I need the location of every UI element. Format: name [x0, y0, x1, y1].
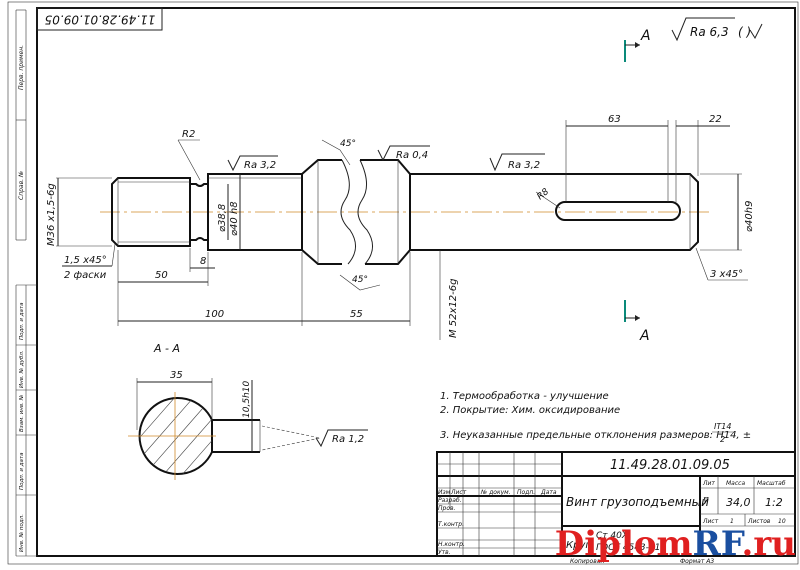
technical-notes: 1. Термообработка - улучшение 2. Покрыти…	[440, 390, 751, 444]
section-dim-key: 10,5h10	[242, 381, 252, 418]
dim-thread-m36: M36 x1,5-6g	[46, 183, 57, 246]
stamp-first-use: Перв. примен.	[18, 45, 25, 90]
watermark-logo: DiplomRF.ru	[555, 524, 796, 564]
general-roughness: Ra 6,3 ( )	[671, 17, 763, 42]
tb-scale-header: Масштаб	[757, 480, 786, 487]
stamp-sign-date-2: Подп. и дата	[19, 452, 25, 490]
section-title: А - А	[153, 342, 180, 355]
tb-part-name: Винт грузоподъемный	[566, 495, 709, 509]
dim-22: 22	[709, 114, 722, 125]
tb-sheets-label: Листов	[747, 518, 771, 525]
ra-32-left: Ra 3,2	[244, 160, 276, 171]
dim-dia-38: ⌀38,8	[217, 204, 228, 232]
tb-material-line2: ГОСТ 4543-71	[596, 543, 660, 553]
general-roughness-value: Ra 6,3	[690, 25, 729, 39]
tb-header-sign: Подп.	[517, 489, 535, 496]
dim-50: 50	[155, 270, 168, 281]
section-marker-top: A	[624, 28, 651, 62]
tb-role-dev: Разраб.	[438, 497, 462, 504]
dim-8: 8	[200, 256, 206, 267]
tb-format: Формат А3	[680, 558, 714, 565]
tb-role-ncontrol: Н.контр.	[438, 541, 465, 548]
note-fraction-num: IT14	[714, 422, 731, 431]
tb-lit-value: У	[703, 497, 709, 507]
watermark-accent: RF	[692, 524, 742, 564]
dim-55: 55	[350, 309, 363, 320]
tb-material-line1: Ст 40Х	[596, 531, 629, 541]
roughness-marks: Ra 3,2 Ra 0,4 Ra 3,2	[227, 145, 545, 172]
watermark-tail: .ru	[741, 524, 796, 564]
tb-role-check: Пров.	[438, 505, 456, 512]
dim-63: 63	[608, 114, 621, 125]
section-dim-35: 35	[170, 370, 183, 381]
tb-number: 11.49.28.01.09.05	[610, 458, 730, 473]
dim-100: 100	[205, 309, 224, 320]
note-fraction-den: 2	[720, 435, 725, 444]
tb-sheet-value: 1	[730, 518, 734, 525]
left-stamp-columns: Перв. примен. Справ. № Подп. и дата Инв.…	[15, 9, 37, 557]
tb-header-doc: № докум.	[480, 489, 511, 496]
tb-role-tcontrol: Т.контр.	[438, 521, 464, 528]
top-drawing-number: 11.49.28.01.09.05	[45, 13, 156, 27]
tb-role-approve: Утв.	[438, 549, 451, 556]
tb-material-prefix: Круг	[566, 540, 591, 551]
dim-dia-40: ⌀40 h8	[229, 201, 240, 236]
tb-copied: Копировал	[570, 558, 604, 565]
tb-mass-header: Масса	[726, 480, 745, 487]
dim-thread-m52: M 52x12-6g	[448, 279, 459, 339]
drawing-frame	[36, 7, 796, 557]
dim-angle-upper: 45°	[340, 139, 356, 149]
outer-border	[7, 1, 799, 565]
tb-header-date: Дата	[540, 489, 557, 496]
dimensions: 100 55 50 8 1,5 x45° 2 фаски M36 x1,5-6g…	[46, 114, 755, 340]
title-block: Изм Лист № докум. Подп. Дата Разраб. Про…	[436, 451, 796, 565]
stamp-dup-inv: Инв. № дубл.	[19, 350, 25, 388]
tb-header-list: Лист	[450, 489, 467, 496]
shaft-outline	[111, 159, 699, 265]
section-ra-12: Ra 1,2	[332, 434, 364, 445]
tb-header-izm: Изм	[438, 489, 451, 496]
tb-sheet-label: Лист	[702, 518, 719, 525]
tb-lit-header: Лит	[702, 480, 715, 487]
stamp-orig-inv: Инв. № подл.	[19, 514, 25, 552]
note-2: 2. Покрытие: Хим. оксидирование	[440, 405, 620, 416]
dim-chamfer-right: 3 x45°	[710, 269, 743, 280]
stamp-ref-no: Справ. №	[18, 171, 25, 200]
general-roughness-suffix: ( )	[738, 25, 751, 39]
ra-04: Ra 0,4	[396, 150, 428, 161]
section-view: 35 10,5h10 Ra 1,2	[128, 370, 368, 480]
top-number-box	[36, 7, 163, 31]
section-marker-bottom: A	[624, 300, 650, 344]
note-1: 1. Термообработка - улучшение	[440, 390, 609, 402]
dim-r2: R2	[182, 129, 195, 140]
tb-scale-value: 1:2	[765, 496, 783, 509]
keyway-slot	[555, 201, 681, 221]
dim-chamfer-left-note: 2 фаски	[64, 270, 107, 281]
dim-angle-lower: 45°	[352, 275, 368, 285]
tb-mass-value: 34,0	[726, 496, 751, 509]
dim-dia-40-right: ⌀40h9	[744, 201, 755, 232]
section-letter-bottom: A	[639, 328, 650, 344]
tb-sheets-value: 10	[778, 518, 786, 525]
ra-32-right: Ra 3,2	[508, 160, 540, 171]
dim-chamfer-left: 1,5 x45°	[64, 255, 107, 266]
watermark-main: Diplom	[554, 524, 693, 564]
stamp-sign-date-1: Подп. и дата	[19, 302, 25, 340]
section-letter-top: A	[640, 28, 651, 44]
note-3: 3. Неуказанные предельные отклонения раз…	[440, 430, 751, 441]
stamp-replace-inv: Взам. инв. №	[19, 394, 25, 432]
dim-r8: R8	[536, 187, 552, 203]
